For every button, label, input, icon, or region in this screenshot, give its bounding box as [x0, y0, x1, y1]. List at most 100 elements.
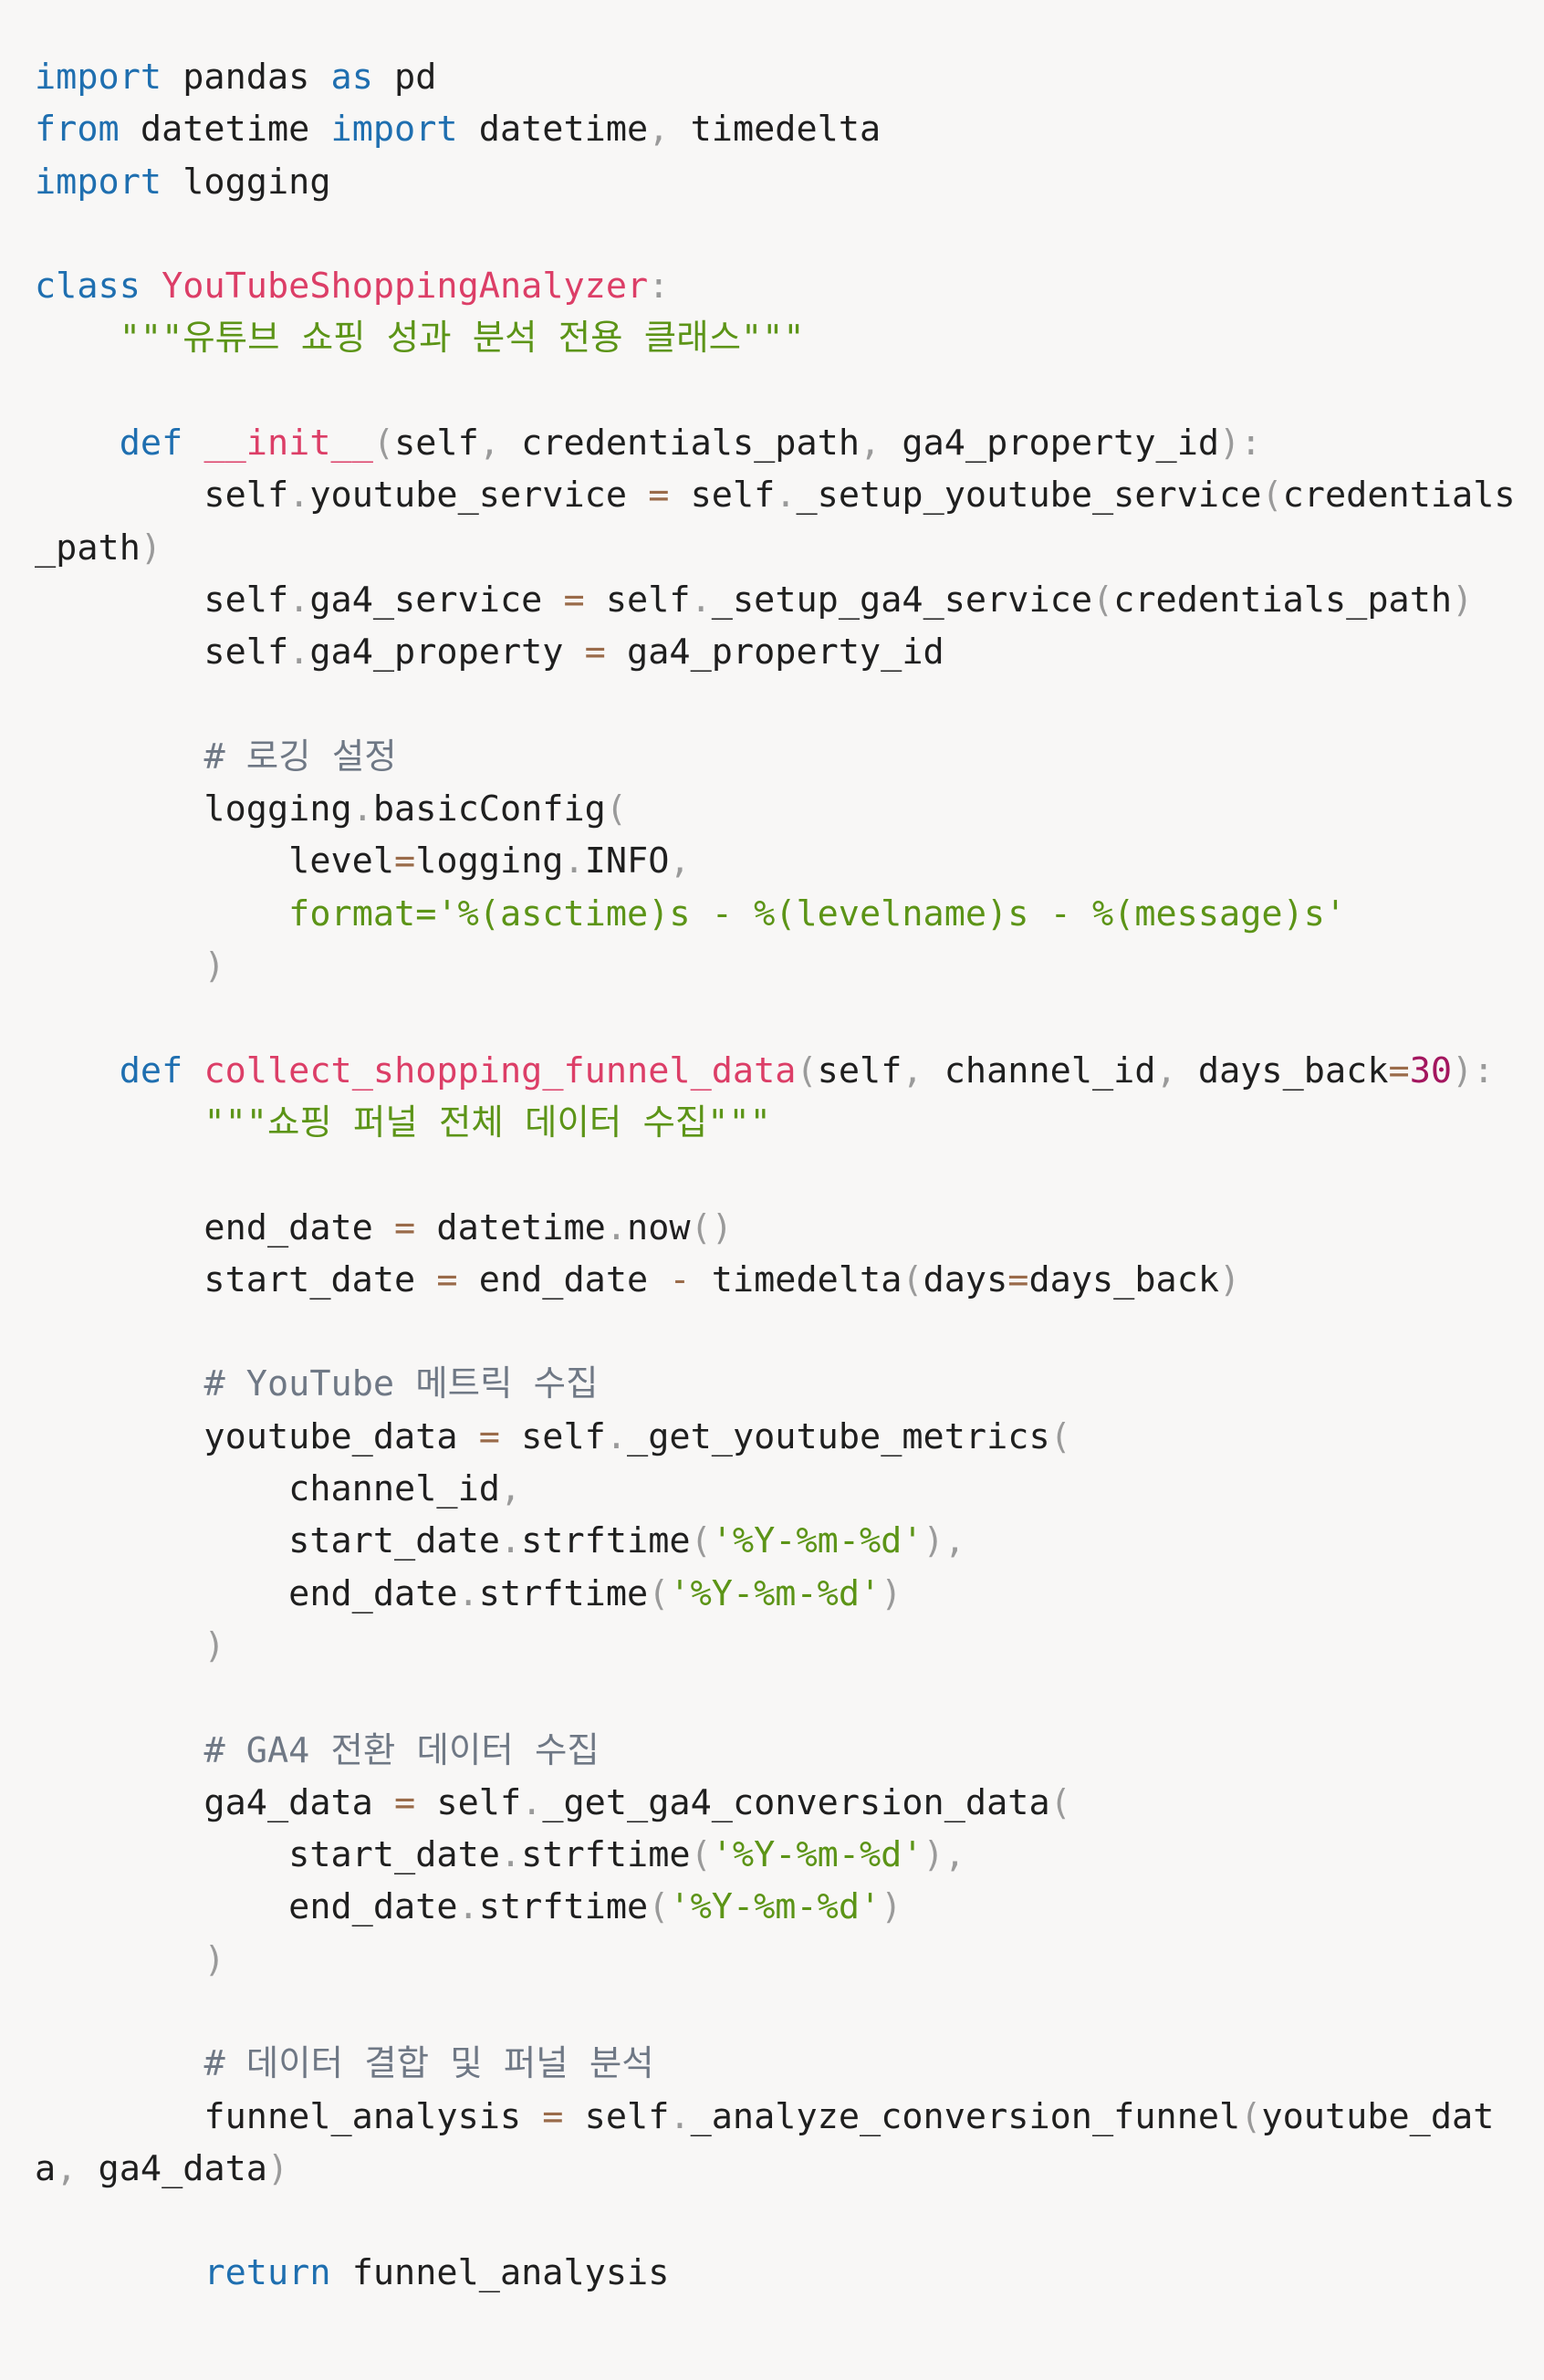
- code-token-punct: ): [203, 1938, 225, 1980]
- code-token-plain: [35, 1939, 203, 1980]
- code-token-string: '%Y-%m-%d': [711, 1520, 923, 1562]
- code-token-punct: (: [690, 1520, 712, 1562]
- code-token-punct: .: [775, 475, 797, 517]
- code-token-plain: youtube_data: [35, 1415, 479, 1457]
- code-token-plain: level: [35, 840, 395, 882]
- code-line: """유튜브 쇼핑 성과 분석 전용 클래스""": [35, 312, 1544, 364]
- code-token-plain: [35, 1102, 203, 1143]
- code-line: a, ga4_data): [35, 2143, 1544, 2195]
- code-token-plain: _get_ga4_conversion_data: [542, 1781, 1050, 1823]
- code-token-punct: .: [605, 1206, 628, 1248]
- code-token-plain: [35, 1625, 203, 1666]
- code-token-plain: _get_youtube_metrics: [627, 1415, 1050, 1457]
- code-line: end_date = datetime.now(): [35, 1202, 1544, 1254]
- code-token-operator: =: [648, 475, 670, 517]
- code-token-plain: [35, 945, 203, 986]
- code-token-plain: [35, 423, 120, 464]
- code-line: [35, 1149, 1544, 1201]
- code-token-operator: =: [478, 1415, 500, 1457]
- code-line: self.youtube_service = self._setup_youtu…: [35, 469, 1544, 521]
- code-token-plain: a: [35, 2147, 57, 2189]
- code-line: ga4_data = self._get_ga4_conversion_data…: [35, 1777, 1544, 1829]
- code-token-plain: _setup_ga4_service: [711, 579, 1093, 621]
- code-token-punct: ): [203, 945, 225, 987]
- code-token-punct: (: [902, 1258, 923, 1300]
- code-line: level=logging.INFO,: [35, 835, 1544, 887]
- code-line: # YouTube 메트릭 수집: [35, 1358, 1544, 1410]
- code-line: [35, 208, 1544, 260]
- code-token-plain: ga4_property_id: [881, 423, 1220, 465]
- code-token-plain: end_date: [35, 1206, 395, 1248]
- code-token-punct: (): [690, 1206, 733, 1248]
- code-token-operator: =: [584, 632, 606, 673]
- code-token-punct: ):: [1452, 1049, 1495, 1091]
- code-token-plain: ga4_data: [77, 2147, 267, 2189]
- code-token-plain: timedelta: [690, 1258, 902, 1300]
- code-token-string: '%Y-%m-%d': [669, 1572, 882, 1614]
- code-token-plain: pandas: [162, 57, 331, 98]
- code-token-keyword: import: [35, 57, 162, 98]
- code-token-string: """유튜브 쇼핑 성과 분석 전용 클래스""": [119, 318, 805, 360]
- code-token-plain: credentials: [1282, 475, 1516, 517]
- code-line: start_date.strftime('%Y-%m-%d'),: [35, 1829, 1544, 1881]
- code-token-punct: (: [1261, 475, 1283, 517]
- code-token-punct: .: [605, 1415, 628, 1457]
- code-token-keyword: def: [119, 423, 183, 465]
- code-token-punct: (: [1049, 1415, 1071, 1457]
- code-token-string: """쇼핑 퍼널 전체 데이터 수집""": [203, 1101, 771, 1143]
- code-token-operator: =: [394, 1206, 416, 1248]
- code-token-punct: ,: [478, 423, 500, 465]
- code-token-keyword: import: [35, 161, 162, 203]
- code-token-operator: -: [669, 1258, 691, 1300]
- code-line: return funnel_analysis: [35, 2247, 1544, 2299]
- code-token-keyword: as: [330, 57, 373, 98]
- code-token-punct: .: [563, 840, 585, 882]
- code-token-plain: days: [923, 1258, 1008, 1300]
- code-token-punct: ): [881, 1572, 902, 1614]
- code-token-plain: [35, 736, 203, 778]
- code-token-punct: .: [457, 1572, 479, 1614]
- code-token-plain: [183, 1050, 203, 1091]
- code-line: [35, 1306, 1544, 1358]
- code-line: youtube_data = self._get_youtube_metrics…: [35, 1411, 1544, 1463]
- code-line: # 데이터 결합 및 퍼널 분석: [35, 2038, 1544, 2090]
- code-token-plain: basicConfig: [372, 788, 606, 830]
- code-line: ): [35, 1620, 1544, 1672]
- code-line: [35, 365, 1544, 417]
- code-token-punct: .: [499, 1520, 522, 1562]
- code-token-func: collect_shopping_funnel_data: [203, 1049, 797, 1091]
- code-token-punct: ): [140, 527, 162, 569]
- code-token-punct: .: [288, 632, 310, 673]
- code-token-plain: self: [415, 1781, 522, 1823]
- code-token-plain: ga4_service: [309, 579, 564, 621]
- code-token-plain: datetime: [457, 109, 649, 151]
- code-token-number: 30: [1409, 1049, 1453, 1091]
- code-token-plain: start_date: [35, 1520, 500, 1562]
- code-token-plain: ga4_property: [309, 632, 585, 673]
- code-token-plain: self: [499, 1415, 606, 1457]
- code-token-operator: =: [436, 1258, 458, 1300]
- code-token-punct: ,: [499, 1468, 522, 1510]
- code-token-plain: timedelta: [669, 109, 882, 151]
- code-token-punct: .: [457, 1886, 479, 1928]
- code-line: [35, 1672, 1544, 1724]
- code-token-comment: # 로깅 설정: [203, 736, 397, 778]
- code-token-punct: (: [372, 423, 395, 465]
- code-token-plain: start_date: [35, 1258, 437, 1300]
- code-token-plain: days_back: [1176, 1049, 1389, 1091]
- code-line: format='%(asctime)s - %(levelname)s - %(…: [35, 888, 1544, 940]
- code-token-plain: logging: [415, 840, 564, 882]
- code-token-punct: .: [521, 1781, 543, 1823]
- code-line: def __init__(self, credentials_path, ga4…: [35, 417, 1544, 469]
- code-token-plain: self: [817, 1049, 902, 1091]
- code-token-punct: ),: [923, 1834, 965, 1876]
- code-line: import logging: [35, 156, 1544, 208]
- code-token-plain: logging: [162, 161, 331, 203]
- code-line: self.ga4_service = self._setup_ga4_servi…: [35, 574, 1544, 626]
- code-line: funnel_analysis = self._analyze_conversi…: [35, 2091, 1544, 2143]
- code-token-plain: channel_id: [923, 1049, 1156, 1091]
- code-line: def collect_shopping_funnel_data(self, c…: [35, 1045, 1544, 1097]
- code-line: [35, 2195, 1544, 2247]
- code-token-plain: self: [35, 632, 289, 673]
